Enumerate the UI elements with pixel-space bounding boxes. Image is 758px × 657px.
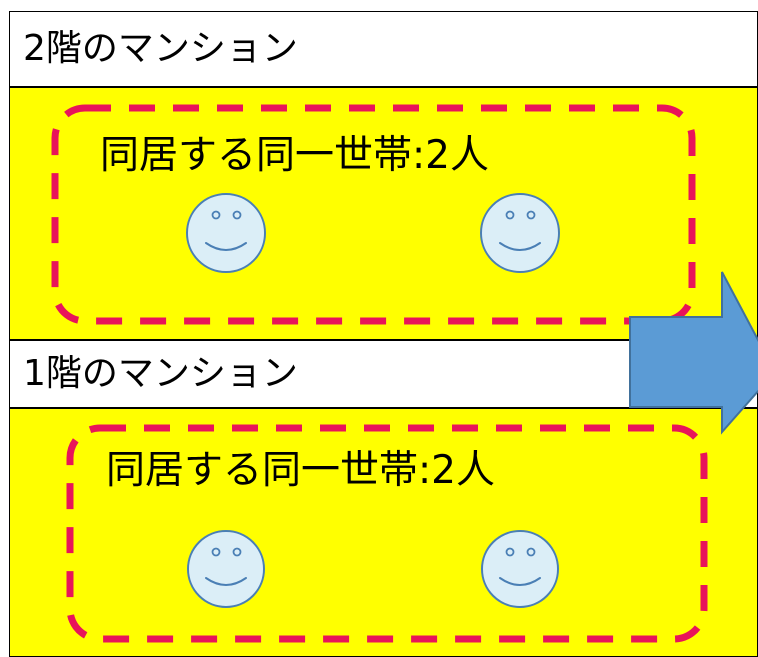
floor-1-title-text: 1階のマンション — [23, 353, 298, 394]
floor-1-area — [9, 408, 758, 657]
floor-2-title: 2階のマンション — [9, 11, 758, 87]
floor-1-household-label: 同居する同一世帯:2人 — [106, 448, 495, 493]
floor-2-household-label: 同居する同一世帯:2人 — [100, 133, 489, 178]
floor-2-title-text: 2階のマンション — [23, 28, 298, 69]
floor-1-title: 1階のマンション — [9, 340, 758, 408]
floor-2-area — [9, 87, 758, 340]
